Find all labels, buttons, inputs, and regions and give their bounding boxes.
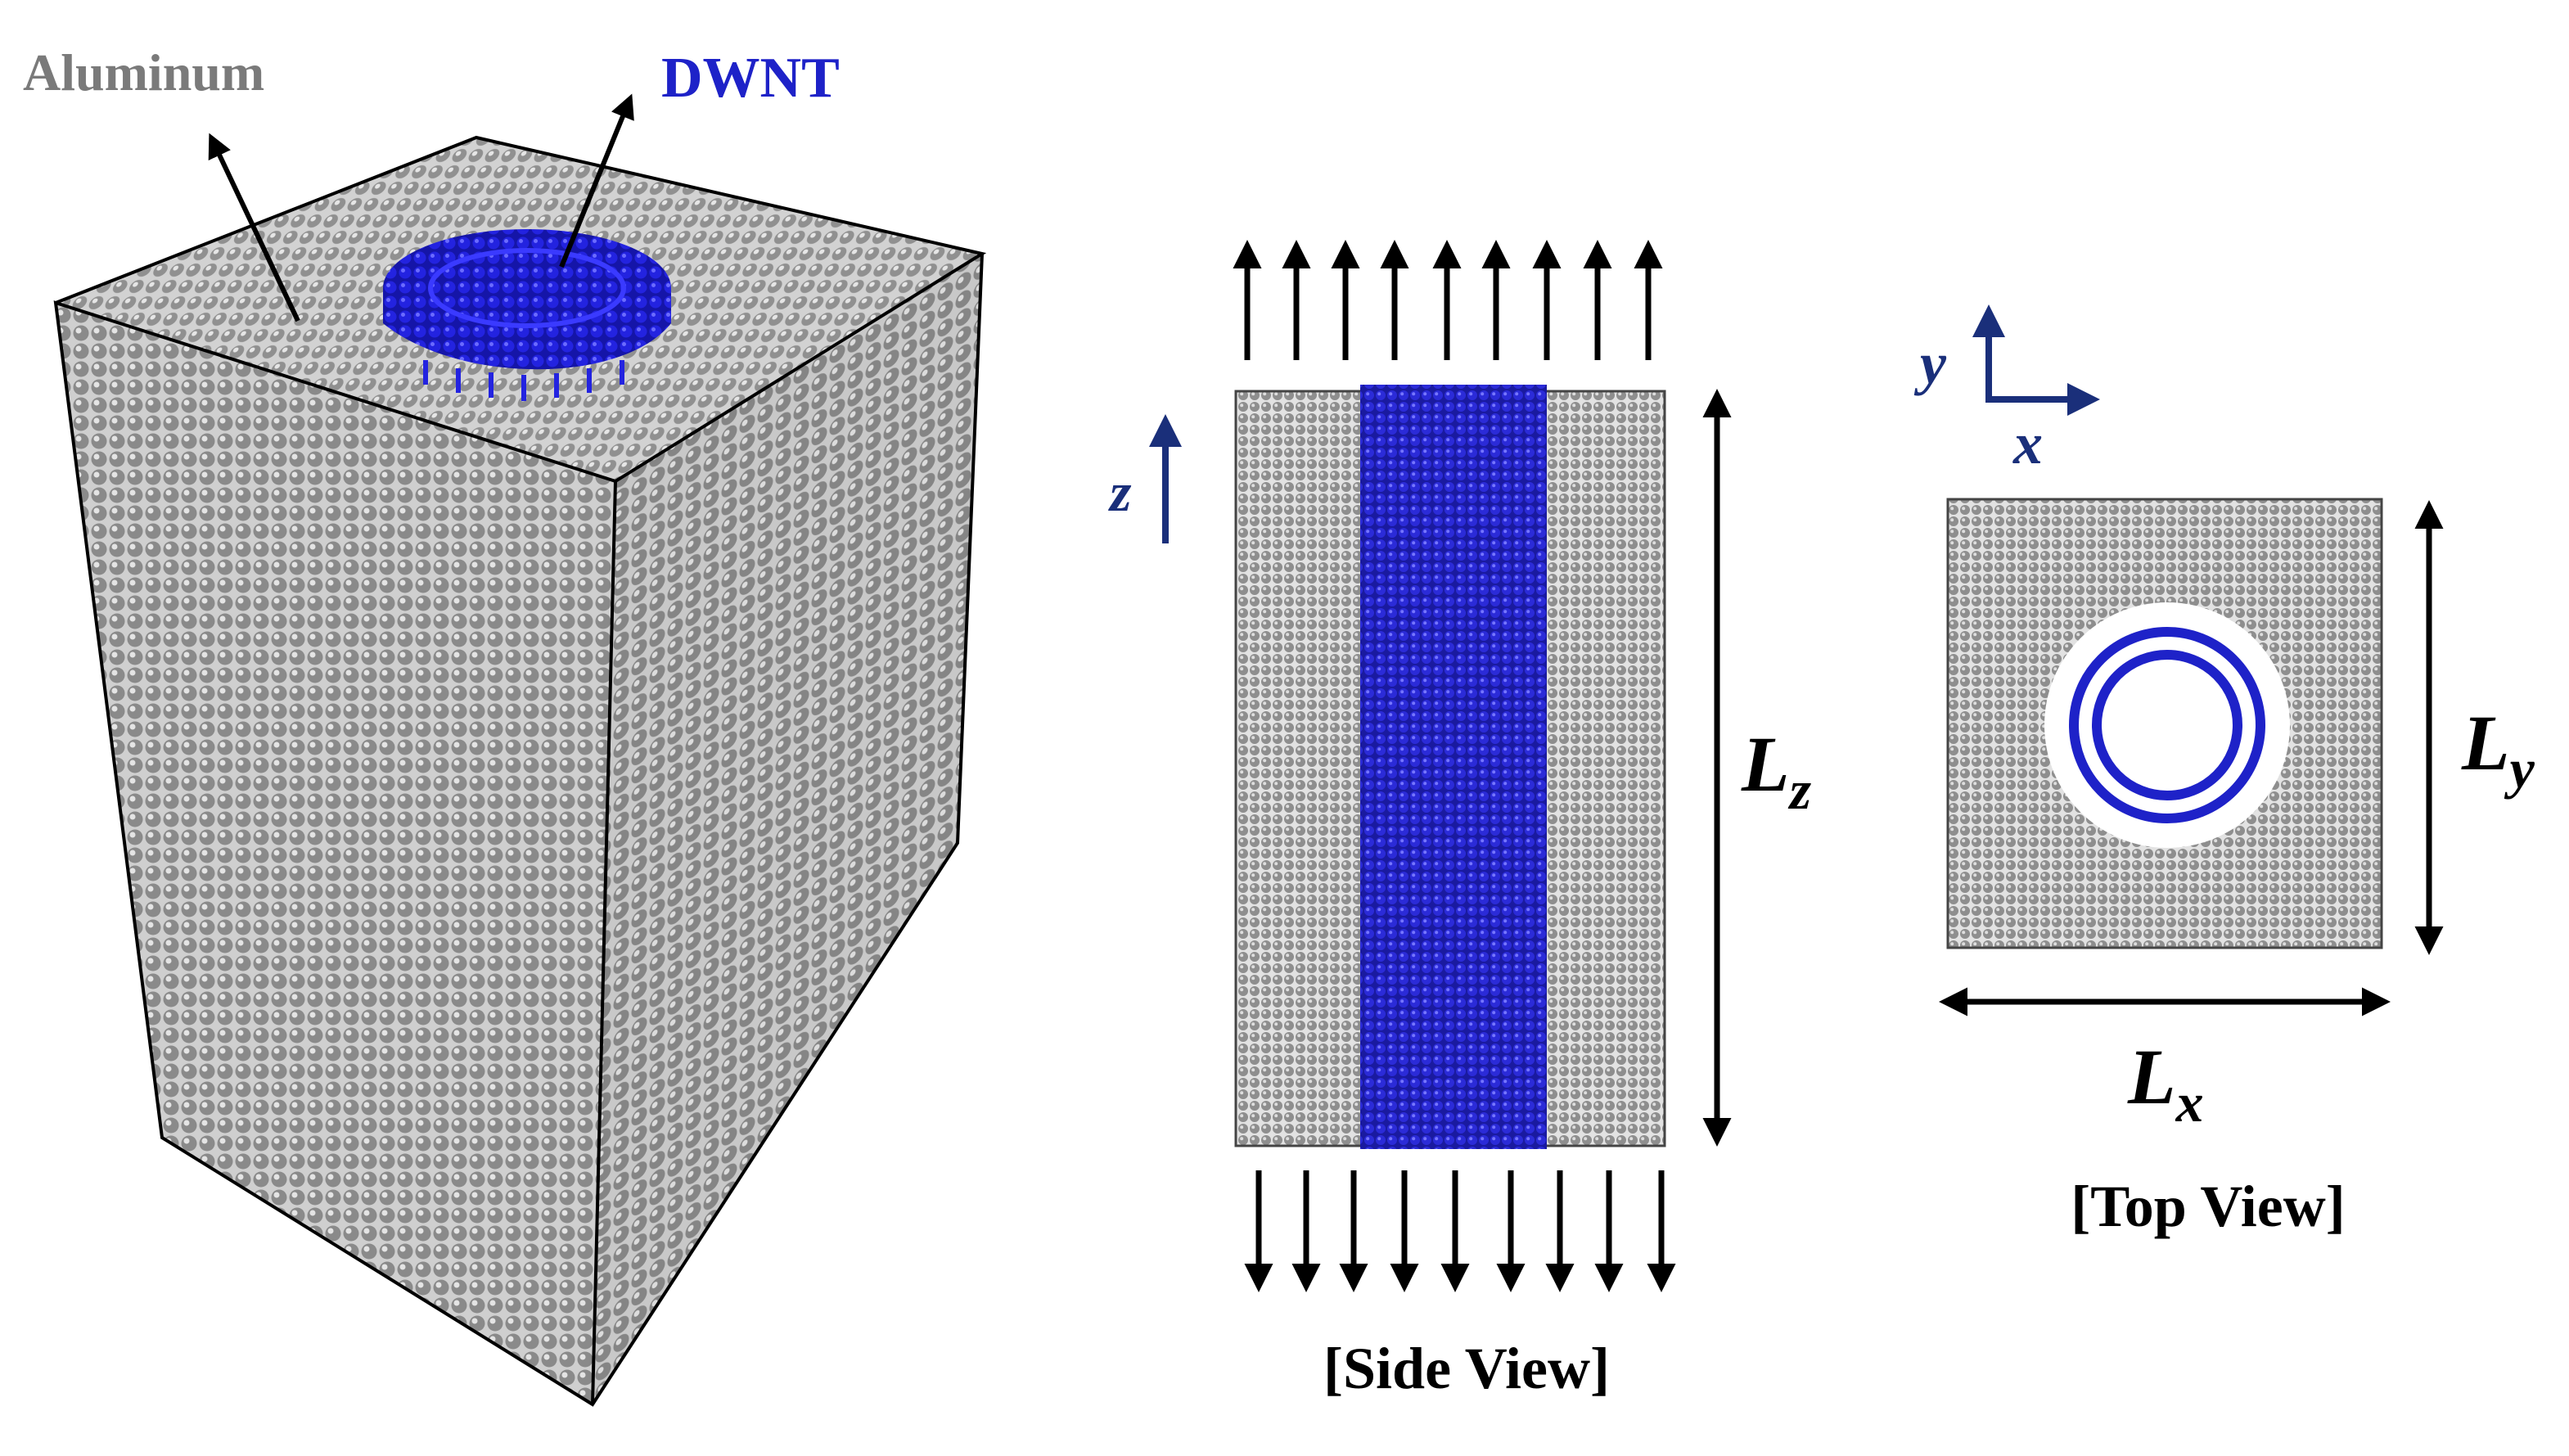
ly-label: Ly xyxy=(2461,699,2535,800)
aluminum-3d-box: Aluminum DWNT xyxy=(23,43,987,1407)
tension-arrows-bottom xyxy=(1244,1170,1676,1292)
y-axis-label: y xyxy=(1913,331,1947,396)
box-right-face xyxy=(593,254,982,1404)
xy-axis-indicator: y x xyxy=(1913,304,2100,476)
side-view-dwnt xyxy=(1360,385,1547,1149)
x-axis-label: x xyxy=(2012,411,2043,476)
tension-arrows-top xyxy=(1233,240,1663,360)
aluminum-pointer-arrow xyxy=(208,133,300,322)
top-view: Ly Lx y x [Top View] xyxy=(1913,304,2535,1239)
box-front-face xyxy=(56,303,615,1404)
side-view: Lz z [Side View] xyxy=(1108,240,1812,1401)
dwnt-outer-wall xyxy=(2069,627,2265,823)
side-view-caption: [Side View] xyxy=(1323,1336,1610,1401)
lz-label: Lz xyxy=(1741,720,1812,821)
lx-label: Lx xyxy=(2127,1033,2204,1134)
z-axis-label: z xyxy=(1108,461,1132,523)
box-edges xyxy=(53,135,987,1407)
aluminum-label: Aluminum xyxy=(23,43,264,101)
dwnt-inner-wall xyxy=(2092,650,2242,800)
top-view-caption: [Top View] xyxy=(2071,1174,2345,1239)
dwnt-pointer-arrow xyxy=(559,93,634,268)
dwnt-label: DWNT xyxy=(661,47,840,110)
dwnt-cylinder-3d xyxy=(383,229,671,401)
